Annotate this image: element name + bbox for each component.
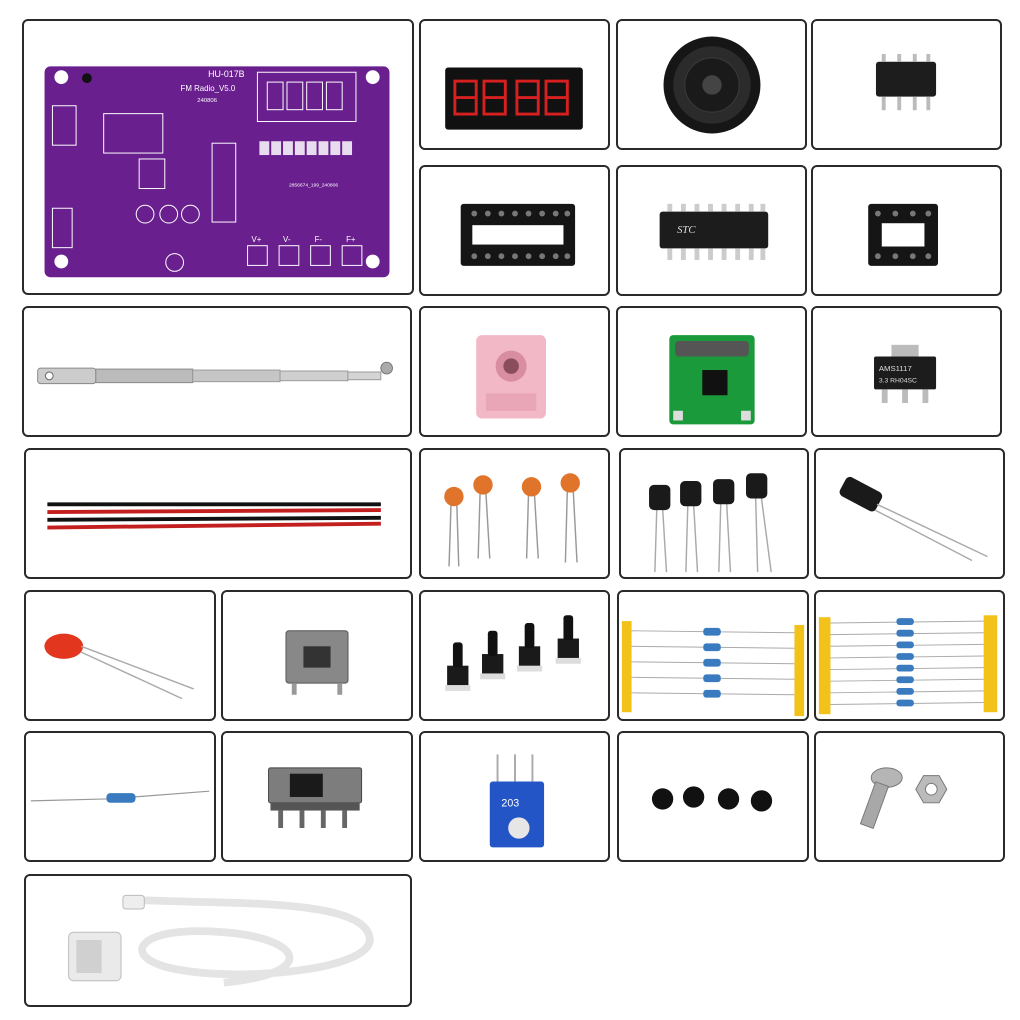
ceramic-capacitors-tile: [419, 448, 610, 579]
speaker-tile: [616, 19, 807, 150]
pcb-serial-label: 2856674_199_240806: [289, 183, 338, 189]
resistor-strip-small-tile: [617, 590, 809, 721]
power-switch-illustration: [285, 630, 349, 695]
pcb-model-label: HU-017B: [208, 69, 245, 79]
voltage-regulator-illustration: AMS1117 3.3 RH04SC: [874, 344, 937, 404]
fm-module-illustration: [669, 335, 755, 425]
hookup-wires-illustration: [47, 502, 381, 530]
dip8-socket-illustration: [868, 203, 939, 266]
resistor-strip-small-illustration: [621, 621, 805, 717]
tactile-buttons-tile: [419, 590, 610, 721]
tactile-buttons-illustration: [445, 615, 581, 691]
pcb-button-label-vol-down: V-: [283, 235, 291, 244]
potentiometer-tile: 203: [419, 731, 610, 862]
pcb-date-label: 240806: [197, 98, 217, 104]
potentiometer-illustration: 203: [489, 754, 545, 848]
pcb-board-illustration: HU-017B FM Radio_V5.0 240806 2856674_199…: [44, 66, 390, 278]
audio-jack-tile: [419, 306, 610, 437]
screw-and-nut-tile: [814, 731, 1005, 862]
slide-switch-illustration: [268, 767, 363, 829]
fm-module-tile: [616, 306, 807, 437]
slide-switch-tile: [221, 731, 413, 862]
stc-chip-label: STC: [677, 225, 696, 236]
pcb-board-name-label: FM Radio_V5.0: [181, 84, 236, 93]
stc-microcontroller-tile: STC: [616, 165, 807, 296]
pcb-button-label-freq-down: F-: [315, 235, 323, 244]
large-electrolytic-capacitor-tile: [814, 448, 1005, 579]
button-caps-tile: [617, 731, 809, 862]
dip8-socket-tile: [811, 165, 1002, 296]
regulator-label-part: AMS1117: [879, 364, 912, 373]
single-resistor-tile: [24, 731, 216, 862]
large-electrolytic-capacitor-illustration: [839, 476, 988, 562]
button-caps-illustration: [651, 786, 773, 812]
audio-jack-illustration: [476, 335, 547, 419]
seven-segment-display-illustration: [445, 67, 583, 130]
pcb-button-label-freq-up: F+: [346, 235, 356, 244]
regulator-label-code: 3.3 RH04SC: [879, 378, 917, 385]
usb-cable-tile: [24, 874, 412, 1007]
dip16-socket-illustration: [460, 203, 576, 266]
speaker-illustration: [663, 36, 761, 134]
hookup-wires-tile: [24, 448, 412, 579]
red-led-illustration: [44, 633, 194, 700]
seven-segment-display-tile: [419, 19, 610, 150]
voltage-regulator-tile: AMS1117 3.3 RH04SC: [811, 306, 1002, 437]
dip16-socket-tile: [419, 165, 610, 296]
dip8-chip-illustration: [875, 53, 937, 111]
potentiometer-label: 203: [501, 798, 519, 810]
power-switch-tile: [221, 590, 413, 721]
stc-microcontroller-illustration: STC: [659, 203, 769, 261]
resistor-strip-large-illustration: [818, 615, 998, 715]
dip8-chip-tile: [811, 19, 1002, 150]
single-resistor-illustration: [30, 790, 210, 803]
red-led-tile: [24, 590, 216, 721]
resistor-strip-large-tile: [814, 590, 1005, 721]
pcb-button-label-vol-up: V+: [252, 235, 262, 244]
telescopic-antenna-tile: [22, 306, 412, 437]
pcb-board-tile: HU-017B FM Radio_V5.0 240806 2856674_199…: [22, 19, 414, 295]
usb-cable-illustration: [68, 894, 374, 987]
telescopic-antenna-illustration: [37, 361, 393, 385]
electrolytic-capacitors-illustration: [649, 473, 772, 573]
electrolytic-capacitors-tile: [619, 448, 809, 579]
screw-and-nut-illustration: [859, 767, 948, 829]
ceramic-capacitors-illustration: [444, 473, 580, 567]
